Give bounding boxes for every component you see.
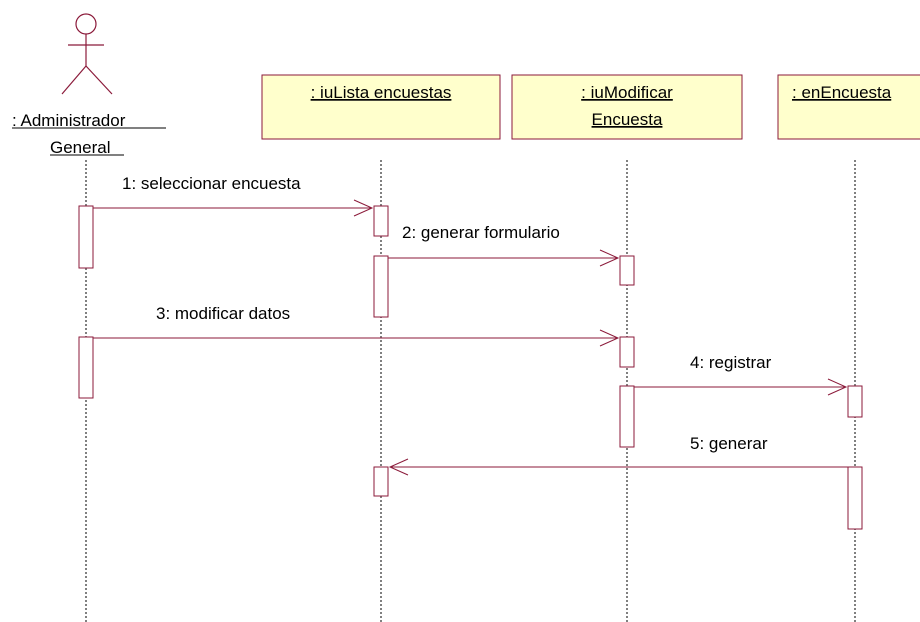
activation-en-encuesta-2 [847,466,863,530]
object-label-iu-modificar-line2: Encuesta [592,110,663,129]
activation-iu-modificar-2 [619,336,635,368]
activation-en-encuesta-1 [847,385,863,418]
activation-iu-lista-3 [373,466,389,497]
object-label-iu-modificar-line1: : iuModificar [581,83,673,102]
activation-iu-lista-1 [373,205,389,237]
activation-iu-modificar-1 [619,255,635,286]
actor-name-line2: General [50,138,110,157]
actor-name-line1: : Administrador [12,111,126,130]
object-box-iu-lista[interactable]: : iuLista encuestas [261,74,501,140]
stick-figure-icon [61,13,113,95]
activation-iu-modificar-3 [619,385,635,448]
message-arrow-5 [388,458,848,476]
object-box-en-encuesta[interactable]: : enEncuesta [777,74,920,140]
message-label-1: 1: seleccionar encuesta [122,174,301,193]
object-box-iu-modificar[interactable]: : iuModificar Encuesta [511,74,743,140]
object-label-iu-lista: : iuLista encuestas [311,83,452,102]
message-label-2: 2: generar formulario [402,223,560,242]
message-arrow-4 [634,378,848,396]
activation-iu-lista-2 [373,255,389,318]
message-label-3: 3: modificar datos [156,304,290,323]
message-label-4: 4: registrar [690,353,772,372]
object-label-en-encuesta: : enEncuesta [792,83,892,102]
message-arrow-1 [93,199,374,217]
message-arrow-2 [388,249,620,267]
activation-actor-1 [78,205,94,269]
activation-actor-2 [78,336,94,399]
message-label-5: 5: generar [690,434,768,453]
message-arrow-3 [93,329,620,347]
message-arrows [93,199,848,476]
activation-bars [78,205,863,530]
